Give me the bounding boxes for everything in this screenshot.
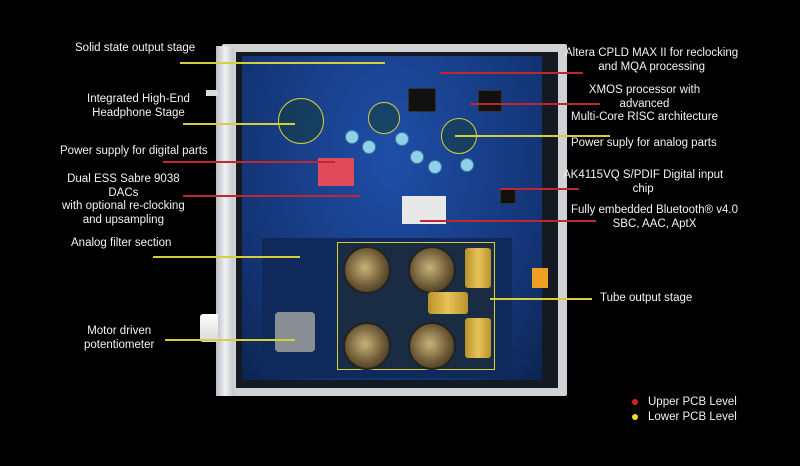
label-solid-state: Solid state output stage [75, 42, 196, 54]
bluetooth-module [402, 196, 446, 224]
yellow-dot-icon [632, 413, 638, 420]
output-capacitor [465, 318, 491, 358]
leader-line [500, 188, 579, 190]
leader-line [165, 339, 295, 341]
legend-lower-label: Lower PCB Level [648, 411, 737, 423]
headphone-stage-marker [278, 98, 324, 144]
motor-potentiometer [275, 312, 315, 352]
leader-line [470, 103, 600, 105]
legend-upper-label: Upper PCB Level [648, 396, 737, 408]
leader-line [153, 256, 300, 258]
connector [532, 268, 548, 288]
label-analog-filter: Analog filter section [71, 237, 172, 249]
leader-line [490, 298, 592, 300]
vacuum-tube [343, 246, 391, 294]
cpld-chip [408, 88, 436, 112]
legend-lower: Lower PCB Level [632, 411, 737, 423]
label-power-digital: Power supply for digital parts [60, 145, 208, 157]
volume-knob [200, 314, 218, 342]
output-capacitor [465, 248, 491, 288]
digital-psu-parts [318, 158, 354, 186]
label-tube-stage: Tube output stage [600, 292, 693, 304]
leader-line [183, 195, 360, 197]
leader-line [183, 123, 295, 125]
vacuum-tube [343, 322, 391, 370]
capacitor [362, 140, 376, 154]
vacuum-tube [408, 246, 456, 294]
front-panel [216, 46, 234, 396]
capacitor [395, 132, 409, 146]
leader-line [420, 220, 596, 222]
headphone-jack [206, 90, 218, 96]
leader-line [180, 62, 385, 64]
vacuum-tube [408, 322, 456, 370]
solid-state-marker [368, 102, 400, 134]
capacitor [410, 150, 424, 164]
capacitor [460, 158, 474, 172]
leader-line [455, 135, 610, 137]
leader-line [163, 161, 335, 163]
capacitor [345, 130, 359, 144]
legend-upper: Upper PCB Level [632, 396, 737, 408]
spdif-chip [500, 188, 516, 204]
output-capacitor [428, 292, 468, 314]
leader-line [440, 72, 583, 74]
label-power-analog: Power suply for analog parts [571, 137, 717, 149]
red-dot-icon [632, 398, 638, 405]
xmos-chip [478, 90, 502, 112]
capacitor [428, 160, 442, 174]
